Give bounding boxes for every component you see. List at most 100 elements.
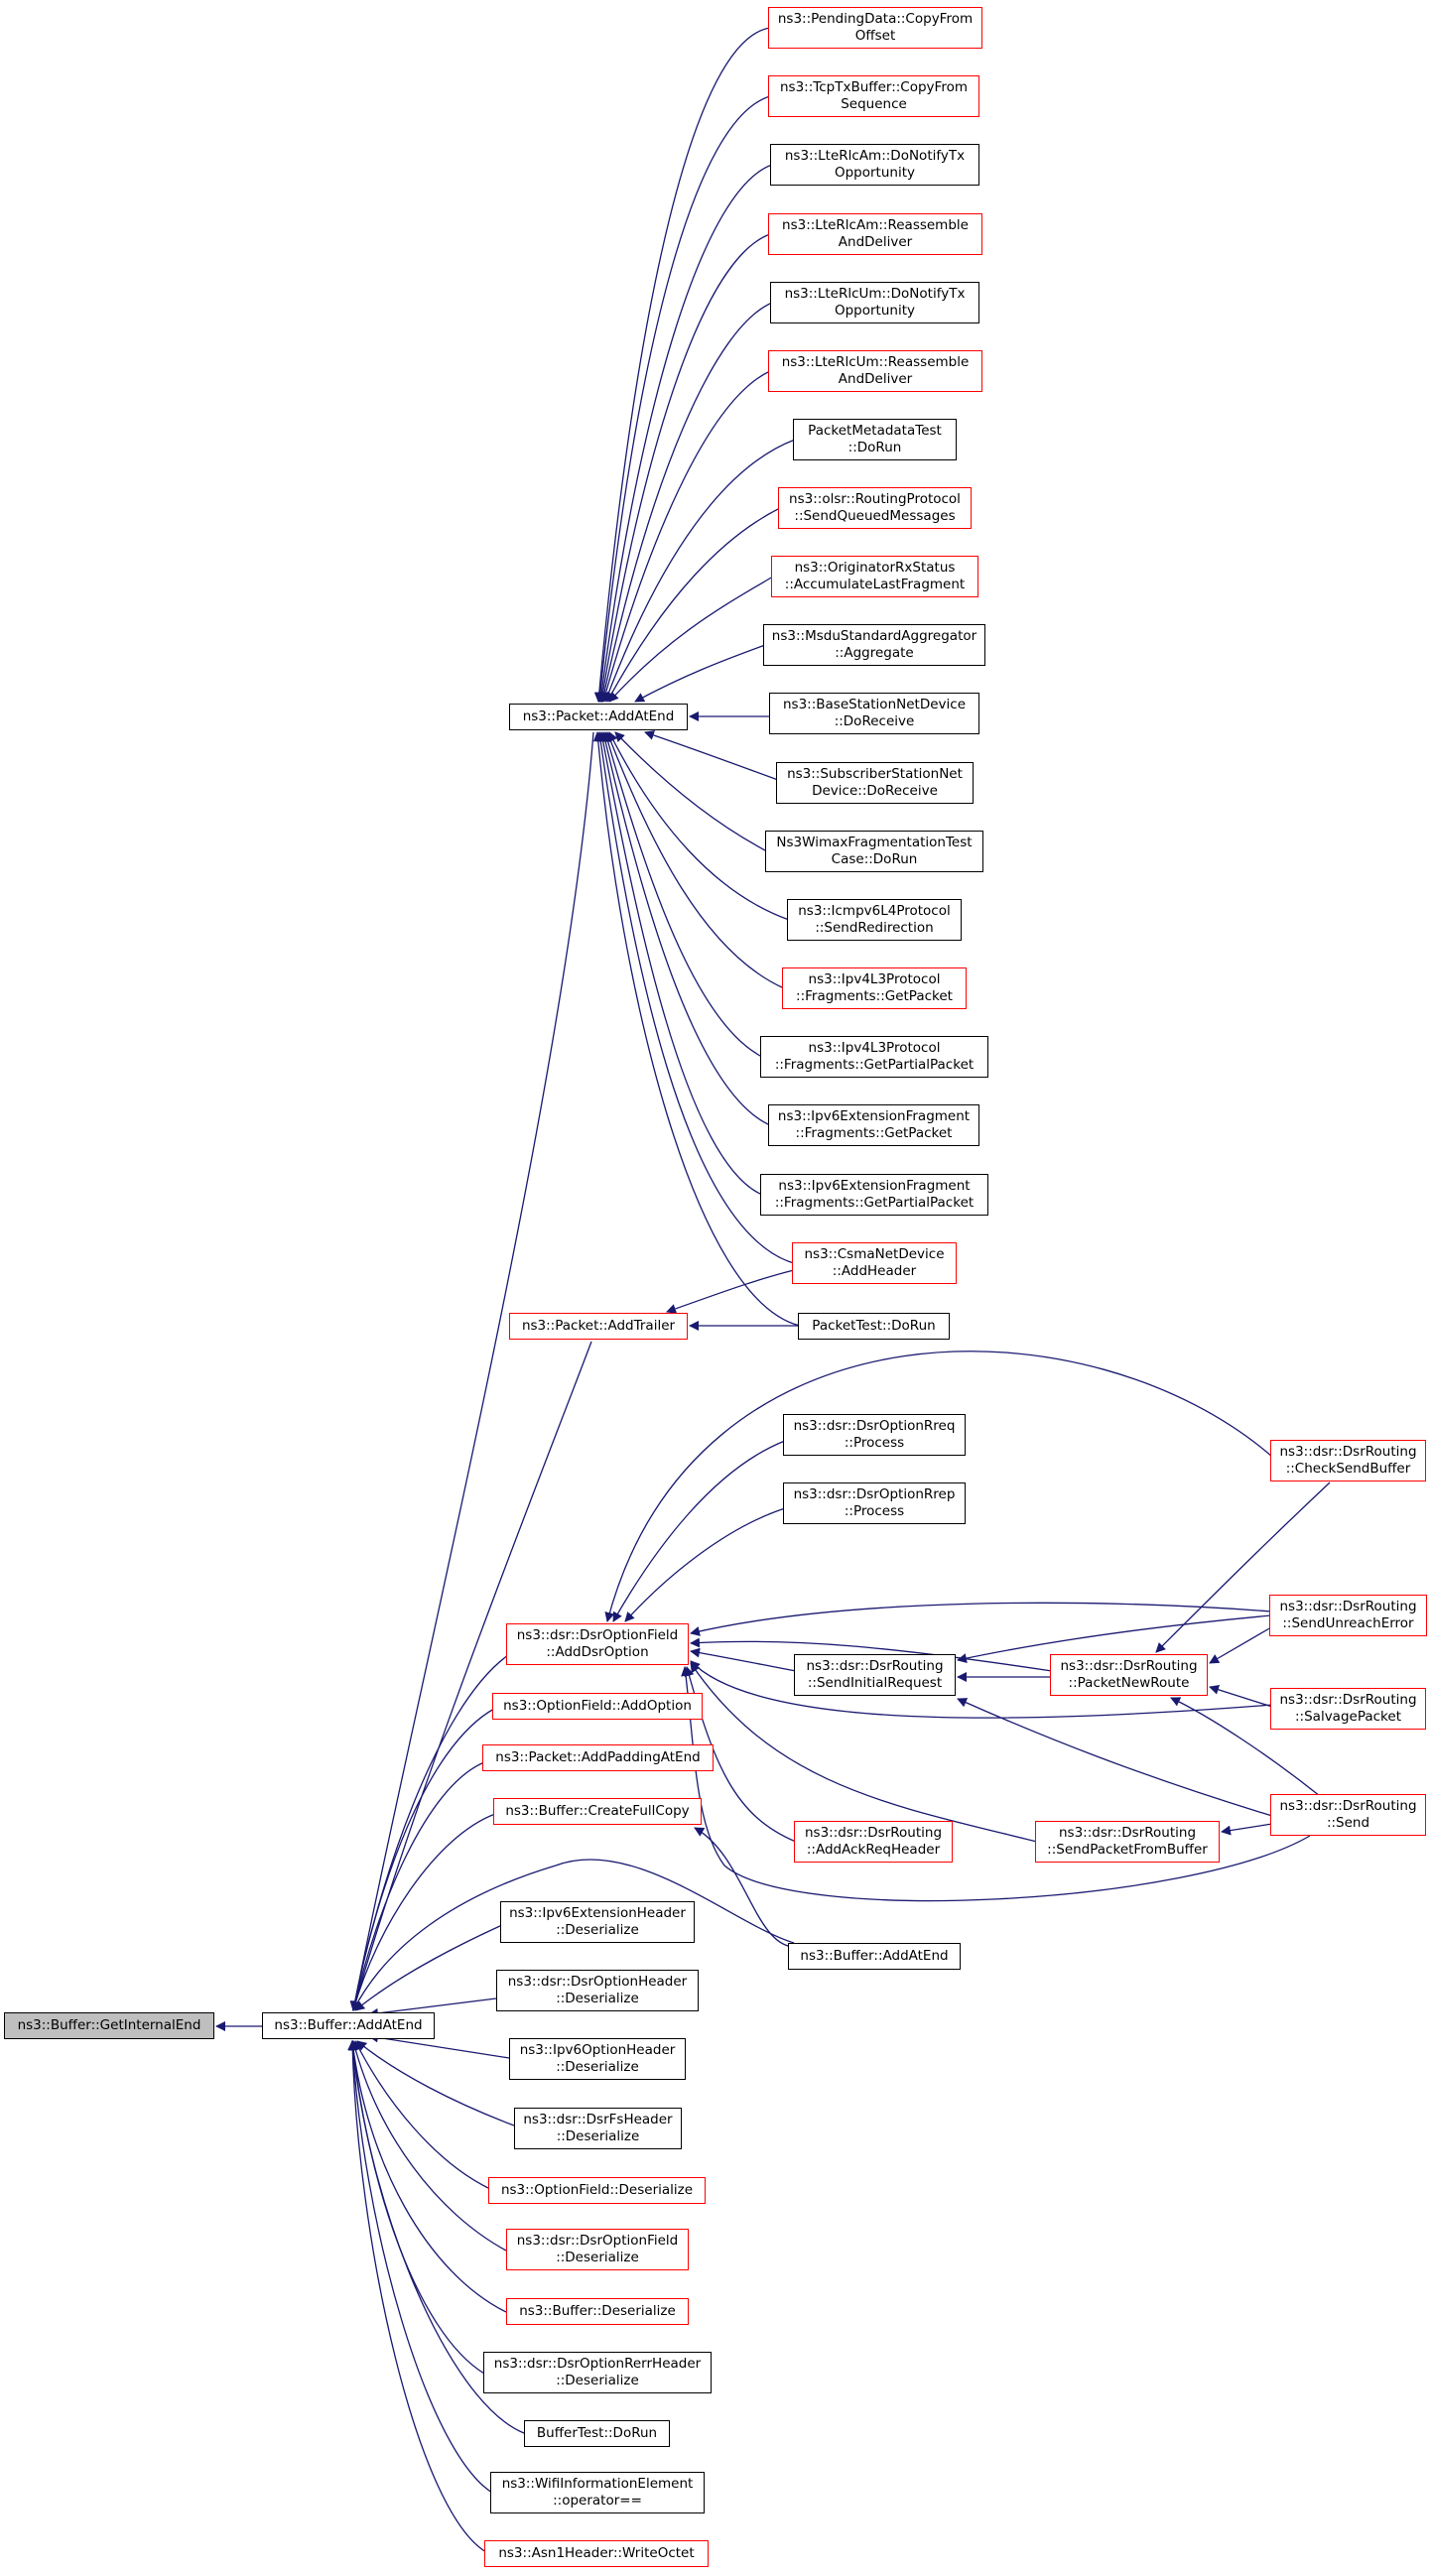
edge-um_reasm-p_add	[600, 370, 771, 703]
csma-label-line-1: ns3::CsmaNetDevice	[804, 1246, 945, 1262]
node-ipv4_get[interactable]: ns3::Ipv4L3Protocol::Fragments::GetPacke…	[782, 967, 967, 1009]
node-addpad[interactable]: ns3::Packet::AddPaddingAtEnd	[482, 1744, 714, 1771]
ipv6_partial-label-line-2: ::Fragments::GetPartialPacket	[774, 1195, 975, 1211]
btest-label-line-1: BufferTest::DoRun	[536, 2425, 658, 2441]
node-dsrfs_des[interactable]: ns3::dsr::DsrFsHeader::Deserialize	[514, 2108, 682, 2149]
dsrfs_des-label-line-1: ns3::dsr::DsrFsHeader	[523, 2112, 673, 2127]
csma-label-line-2: ::AddHeader	[832, 1263, 917, 1279]
rrep-label-line-1: ns3::dsr::DsrOptionRrep	[793, 1486, 956, 1502]
node-ackreq[interactable]: ns3::dsr::DsrRouting::AddAckReqHeader	[794, 1821, 953, 1863]
node-pmtest[interactable]: PacketMetadataTest::DoRun	[793, 419, 957, 460]
edge-csma-p_trailer	[666, 1269, 795, 1314]
node-fullcopy[interactable]: ns3::Buffer::CreateFullCopy	[493, 1798, 702, 1825]
node-icmp[interactable]: ns3::Icmpv6L4Protocol::SendRedirection	[787, 899, 962, 941]
dsroptfield_des-label-line-2: ::Deserialize	[556, 2250, 639, 2265]
node-ipv6_partial[interactable]: ns3::Ipv6ExtensionFragment::Fragments::G…	[760, 1174, 988, 1216]
edge-rerr_des-b_add	[347, 2040, 485, 2375]
node-ptest[interactable]: PacketTest::DoRun	[798, 1313, 950, 1340]
node-csb[interactable]: ns3::dsr::DsrRouting::CheckSendBuffer	[1270, 1440, 1426, 1481]
adddsr-label-line-1: ns3::dsr::DsrOptionField	[516, 1627, 679, 1643]
p_trailer-label-line-1: ns3::Packet::AddTrailer	[521, 1318, 676, 1334]
node-root: ns3::Buffer::GetInternalEnd	[4, 2012, 214, 2039]
node-wifi_eq[interactable]: ns3::WifiInformationElement::operator==	[490, 2472, 705, 2513]
edge-send-adddsr	[681, 1666, 1311, 1902]
msdu-label-line-2: ::Aggregate	[835, 645, 914, 661]
edge-tcptx-p_add	[594, 95, 771, 703]
node-ipv6opt_des[interactable]: ns3::Ipv6OptionHeader::Deserialize	[509, 2038, 686, 2080]
node-ipv4_partial[interactable]: ns3::Ipv4L3Protocol::Fragments::GetParti…	[760, 1036, 988, 1078]
node-p_add[interactable]: ns3::Packet::AddAtEnd	[509, 704, 688, 730]
node-olsr[interactable]: ns3::olsr::RoutingProtocol::SendQueuedMe…	[778, 487, 972, 529]
ackreq-label-line-2: ::AddAckReqHeader	[806, 1842, 941, 1858]
ipv6opt_des-label-line-2: ::Deserialize	[556, 2059, 639, 2075]
node-send[interactable]: ns3::dsr::DsrRouting::Send	[1270, 1794, 1426, 1836]
um_reasm-label-line-2: AndDeliver	[838, 371, 913, 387]
fullcopy-label-line-1: ns3::Buffer::CreateFullCopy	[505, 1803, 690, 1819]
node-optfield_add[interactable]: ns3::OptionField::AddOption	[492, 1693, 703, 1720]
edge-btest-b_add	[347, 2040, 525, 2434]
pmtest-label-line-1: PacketMetadataTest	[808, 423, 942, 439]
wimax-label-line-1: Ns3WimaxFragmentationTest	[776, 835, 973, 850]
dsropthdr_des-label-line-1: ns3::dsr::DsrOptionHeader	[507, 1974, 688, 1990]
edge-ptest-p_add	[592, 731, 801, 1327]
node-p_trailer[interactable]: ns3::Packet::AddTrailer	[509, 1313, 688, 1340]
orig-label-line-1: ns3::OriginatorRxStatus	[794, 560, 956, 576]
edge-asn1-b_add	[347, 2040, 487, 2553]
node-b_add2[interactable]: ns3::Buffer::AddAtEnd	[788, 1943, 961, 1970]
edge-ssnd-p_add	[644, 730, 779, 781]
spfb-label-line-1: ns3::dsr::DsrRouting	[1058, 1825, 1197, 1841]
olsr-label-line-2: ::SendQueuedMessages	[794, 508, 956, 524]
buf_des-label-line-1: ns3::Buffer::Deserialize	[519, 2303, 676, 2319]
node-ipv6ext_des[interactable]: ns3::Ipv6ExtensionHeader::Deserialize	[500, 1901, 695, 1943]
node-bsnd[interactable]: ns3::BaseStationNetDevice::DoReceive	[769, 693, 979, 734]
node-ipv6_get[interactable]: ns3::Ipv6ExtensionFragment::Fragments::G…	[768, 1104, 979, 1146]
dsropthdr_des-label-line-2: ::Deserialize	[556, 1991, 639, 2006]
node-b_add[interactable]: ns3::Buffer::AddAtEnd	[262, 2012, 435, 2039]
node-msdu[interactable]: ns3::MsduStandardAggregator::Aggregate	[763, 624, 985, 666]
node-rrep[interactable]: ns3::dsr::DsrOptionRrep::Process	[783, 1482, 966, 1524]
node-dsroptfield_des[interactable]: ns3::dsr::DsrOptionField::Deserialize	[506, 2229, 689, 2270]
edge-b_add2-b_add	[352, 1859, 795, 2011]
node-sendinit[interactable]: ns3::dsr::DsrRouting::SendInitialRequest	[794, 1654, 956, 1696]
addpad-label-line-1: ns3::Packet::AddPaddingAtEnd	[495, 1749, 701, 1765]
node-buf_des[interactable]: ns3::Buffer::Deserialize	[506, 2298, 689, 2325]
csb-label-line-1: ns3::dsr::DsrRouting	[1279, 1444, 1417, 1460]
edge-csb-pnr	[1155, 1481, 1331, 1653]
salv-label-line-2: ::SalvagePacket	[1295, 1709, 1401, 1725]
node-sue[interactable]: ns3::dsr::DsrRouting::SendUnreachError	[1269, 1595, 1427, 1636]
edge-um_notify-p_add	[598, 302, 773, 703]
node-btest[interactable]: BufferTest::DoRun	[524, 2420, 670, 2447]
edge-orig-p_add	[608, 576, 774, 703]
edge-sue-adddsr	[690, 1602, 1272, 1636]
node-orig[interactable]: ns3::OriginatorRxStatus::AccumulateLastF…	[771, 556, 978, 597]
node-rreq[interactable]: ns3::dsr::DsrOptionRreq::Process	[783, 1414, 966, 1456]
node-rerr_des[interactable]: ns3::dsr::DsrOptionRerrHeader::Deseriali…	[483, 2352, 712, 2393]
sendinit-label-line-2: ::SendInitialRequest	[807, 1675, 943, 1691]
edge-ipv6_get-p_add	[600, 731, 771, 1126]
node-salv[interactable]: ns3::dsr::DsrRouting::SalvagePacket	[1270, 1688, 1426, 1730]
root-label-line-1: ns3::Buffer::GetInternalEnd	[17, 2017, 201, 2033]
edge-rreq-adddsr	[612, 1440, 786, 1622]
node-optfield_des[interactable]: ns3::OptionField::Deserialize	[488, 2177, 706, 2204]
node-adddsr[interactable]: ns3::dsr::DsrOptionField::AddDsrOption	[506, 1623, 689, 1665]
adddsr-label-line-2: ::AddDsrOption	[546, 1644, 649, 1660]
wimax-label-line-2: Case::DoRun	[831, 851, 918, 867]
node-pnr[interactable]: ns3::dsr::DsrRouting::PacketNewRoute	[1050, 1654, 1208, 1696]
edge-ipv6ext_des-b_add	[354, 1924, 503, 2011]
node-dsropthdr_des[interactable]: ns3::dsr::DsrOptionHeader::Deserialize	[496, 1970, 699, 2011]
node-asn1[interactable]: ns3::Asn1Header::WriteOctet	[484, 2540, 709, 2567]
node-spfb[interactable]: ns3::dsr::DsrRouting::SendPacketFromBuff…	[1035, 1821, 1220, 1863]
edge-adddsr-b_add	[349, 1654, 509, 2011]
pending-label-line-2: Offset	[854, 28, 896, 44]
ipv6_get-label-line-1: ns3::Ipv6ExtensionFragment	[777, 1108, 971, 1124]
optfield_des-label-line-1: ns3::OptionField::Deserialize	[500, 2182, 694, 2198]
node-csma[interactable]: ns3::CsmaNetDevice::AddHeader	[792, 1242, 957, 1284]
